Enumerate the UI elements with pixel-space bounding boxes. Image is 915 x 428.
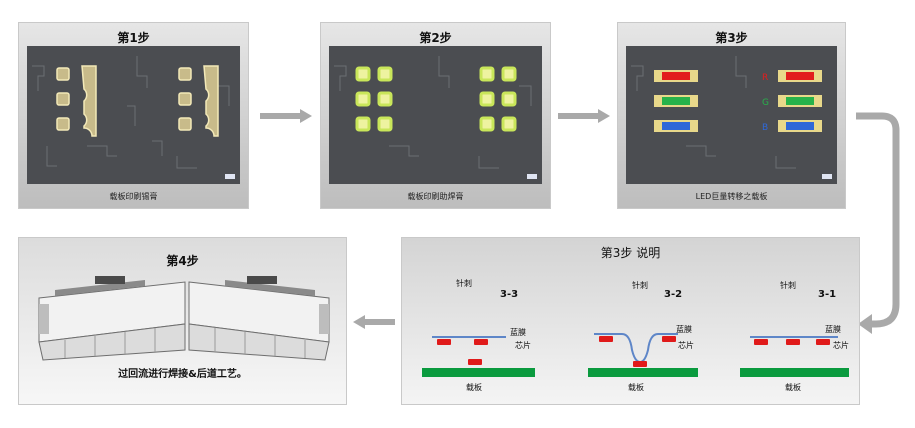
step1-caption: 载板印刷锡膏 — [19, 191, 248, 202]
step1-panel: 第1步 载板印刷锡膏 — [18, 22, 249, 209]
chip-3-2-b — [662, 336, 676, 342]
board-label-3-2: 载板 — [628, 382, 644, 393]
needle-label-3-1: 针刺 — [780, 280, 796, 291]
step4-panel: 第4步 过回流进行焊接&后道工艺。 — [18, 237, 347, 405]
board-3-2 — [588, 368, 698, 377]
chip-3-2-c — [633, 361, 647, 367]
chip-3-3-a — [437, 339, 451, 345]
chip-3-3-c — [468, 359, 482, 365]
chip-label-3-2: 芯片 — [678, 340, 694, 351]
reflow-oven-left — [39, 276, 185, 360]
needle-label-3-2: 针刺 — [632, 280, 648, 291]
step2-pads-image — [329, 46, 542, 184]
chip-label-3-1: 芯片 — [833, 340, 849, 351]
board-3-1 — [740, 368, 849, 377]
step3-panel: 第3步 R G B LED巨量转移之载板 — [617, 22, 846, 209]
step2-caption: 载板印刷助焊膏 — [321, 191, 550, 202]
film-label-3-1: 蓝膜 — [825, 324, 841, 335]
step1-title: 第1步 — [19, 29, 248, 46]
rgb-label-r: R — [762, 73, 768, 83]
arrow-explain-to-step4 — [353, 315, 395, 329]
film-label-3-2: 蓝膜 — [676, 324, 692, 335]
explain-panel: 第3步 说明 针刺 3-3 蓝膜 芯片 载板 针刺 3-2 蓝膜 芯片 载板 针… — [401, 237, 860, 405]
step1-photo — [27, 46, 240, 184]
step2-panel: 第2步 载板印刷助焊膏 — [320, 22, 551, 209]
code-3-2: 3-2 — [664, 289, 682, 300]
arrow-step1-to-step2 — [260, 109, 312, 123]
step3-title: 第3步 — [618, 29, 845, 46]
chip-3-1-a — [754, 339, 768, 345]
step2-photo — [329, 46, 542, 184]
reflow-oven-image — [25, 268, 343, 364]
arrow-step2-to-step3 — [558, 109, 610, 123]
chip-3-1-b — [786, 339, 800, 345]
step4-title: 第4步 — [19, 252, 346, 269]
step1-pads-image — [27, 46, 240, 184]
board-label-3-1: 载板 — [785, 382, 801, 393]
step3-led-image: R G B — [626, 46, 837, 184]
board-3-3 — [422, 368, 535, 377]
chip-3-3-b — [474, 339, 488, 345]
rgb-label-b: B — [762, 123, 768, 133]
step4-caption: 过回流进行焊接&后道工艺。 — [19, 365, 346, 380]
chip-3-1-c — [816, 339, 830, 345]
step3-caption: LED巨量转移之载板 — [618, 191, 845, 202]
rgb-label-g: G — [762, 98, 769, 108]
reflow-oven-right — [189, 276, 329, 360]
explain-diagram — [402, 238, 861, 406]
code-3-1: 3-1 — [818, 289, 836, 300]
chip-3-2-a — [599, 336, 613, 342]
step2-title: 第2步 — [321, 29, 550, 46]
step3-photo: R G B — [626, 46, 837, 184]
